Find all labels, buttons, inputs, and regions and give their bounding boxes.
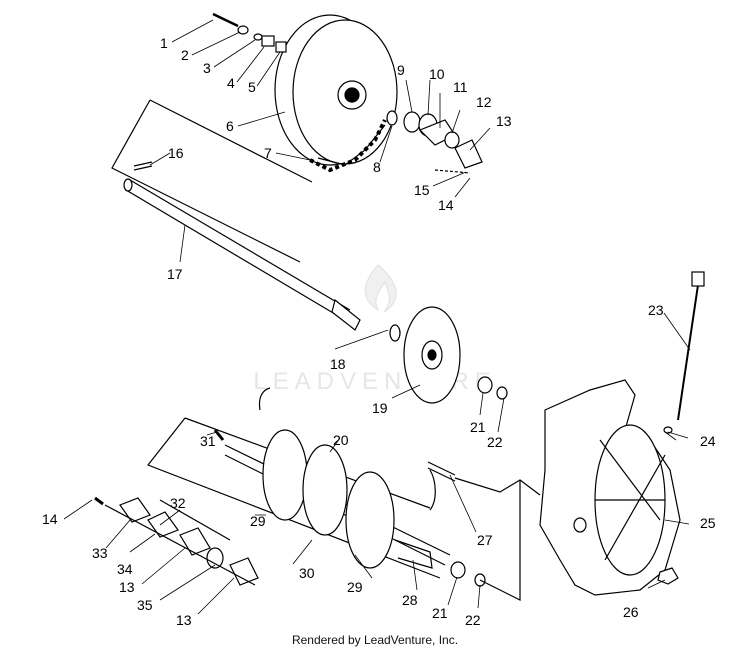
sprocket-30-a — [262, 429, 308, 521]
callout-33: 33 — [92, 545, 108, 561]
callout-14: 14 — [438, 197, 454, 213]
nut-26 — [657, 567, 679, 585]
leader-lines — [63, 19, 691, 615]
dipstick — [677, 271, 705, 421]
ring-22 — [496, 386, 508, 400]
callout-21-lower: 21 — [432, 605, 448, 621]
lower-hardware-bracket — [104, 499, 256, 586]
callout-26: 26 — [623, 604, 639, 620]
washer-2 — [237, 25, 249, 35]
sprocket-30-b — [302, 444, 348, 536]
washer-3 — [253, 33, 263, 41]
footer-credit: Rendered by LeadVenture, Inc. — [291, 633, 459, 647]
callout-29-lower: 29 — [347, 579, 363, 595]
callout-5: 5 — [248, 79, 256, 95]
callout-8: 8 — [373, 159, 381, 175]
jackshaft — [123, 178, 361, 331]
callout-35: 35 — [137, 597, 153, 613]
callout-2: 2 — [181, 47, 189, 63]
callout-16: 16 — [168, 145, 184, 161]
callout-15: 15 — [414, 182, 430, 198]
pin-16 — [133, 161, 153, 171]
bolt-14-lower — [94, 496, 104, 506]
bolt-27 — [427, 461, 456, 482]
callout-22-lower: 22 — [465, 612, 481, 628]
ring-18 — [389, 324, 401, 342]
callout-10: 10 — [429, 66, 445, 82]
washer-8 — [386, 110, 398, 126]
callout-21: 21 — [470, 419, 486, 435]
chaincase-housing — [539, 379, 681, 596]
callout-4: 4 — [227, 75, 235, 91]
spacer-5 — [275, 41, 287, 53]
callout-7: 7 — [264, 145, 272, 161]
gasket-34 — [147, 511, 179, 538]
watermark-flame-icon — [364, 264, 397, 313]
callout-30: 30 — [299, 565, 315, 581]
track-drive-shaft — [224, 429, 451, 569]
callout-14-lower: 14 — [42, 511, 58, 527]
driven-pulley — [274, 14, 398, 166]
bolt-27-guide — [454, 477, 541, 496]
bearing-12 — [444, 131, 460, 149]
callout-22: 22 — [487, 434, 503, 450]
callout-11: 11 — [453, 79, 468, 95]
callout-18: 18 — [330, 356, 346, 372]
callout-6: 6 — [226, 118, 234, 134]
callout-24: 24 — [700, 433, 716, 449]
callout-32: 32 — [170, 495, 186, 511]
callout-9: 9 — [397, 62, 405, 78]
brake-disc — [403, 306, 461, 404]
callout-29: 29 — [250, 513, 266, 529]
sprocket-29 — [345, 471, 395, 569]
callout-13-lower: 13 — [119, 579, 135, 595]
bearing-35 — [206, 547, 224, 569]
callout-27: 27 — [477, 532, 493, 548]
flange-13 — [454, 139, 483, 169]
callout-3: 3 — [203, 60, 211, 76]
callout-25: 25 — [700, 515, 716, 531]
bolt-1 — [212, 12, 239, 28]
bolt-15 — [434, 169, 471, 174]
callout-13-bottom: 13 — [176, 612, 192, 628]
callout-12: 12 — [476, 94, 492, 110]
callout-34: 34 — [117, 561, 133, 577]
callout-1: 1 — [160, 35, 168, 51]
drive-chain — [309, 119, 387, 173]
callout-31: 31 — [200, 433, 216, 449]
callout-23: 23 — [648, 302, 664, 318]
callout-13: 13 — [496, 113, 512, 129]
bearing-21-lower — [450, 561, 466, 579]
callout-28: 28 — [402, 592, 418, 608]
flange-33 — [119, 497, 151, 523]
bearing-21 — [477, 376, 493, 394]
callout-19: 19 — [372, 400, 388, 416]
upper-assembly-bracket — [111, 99, 313, 263]
seal-9 — [403, 111, 421, 133]
spacer-4 — [261, 35, 275, 47]
callout-20: 20 — [333, 432, 349, 448]
flange-13-lower — [179, 527, 211, 556]
bolt-31 — [213, 429, 225, 441]
o-ring-24 — [663, 426, 673, 434]
flange-13-outer — [229, 557, 259, 586]
shaft-leader — [479, 480, 521, 601]
callout-17: 17 — [167, 266, 183, 282]
